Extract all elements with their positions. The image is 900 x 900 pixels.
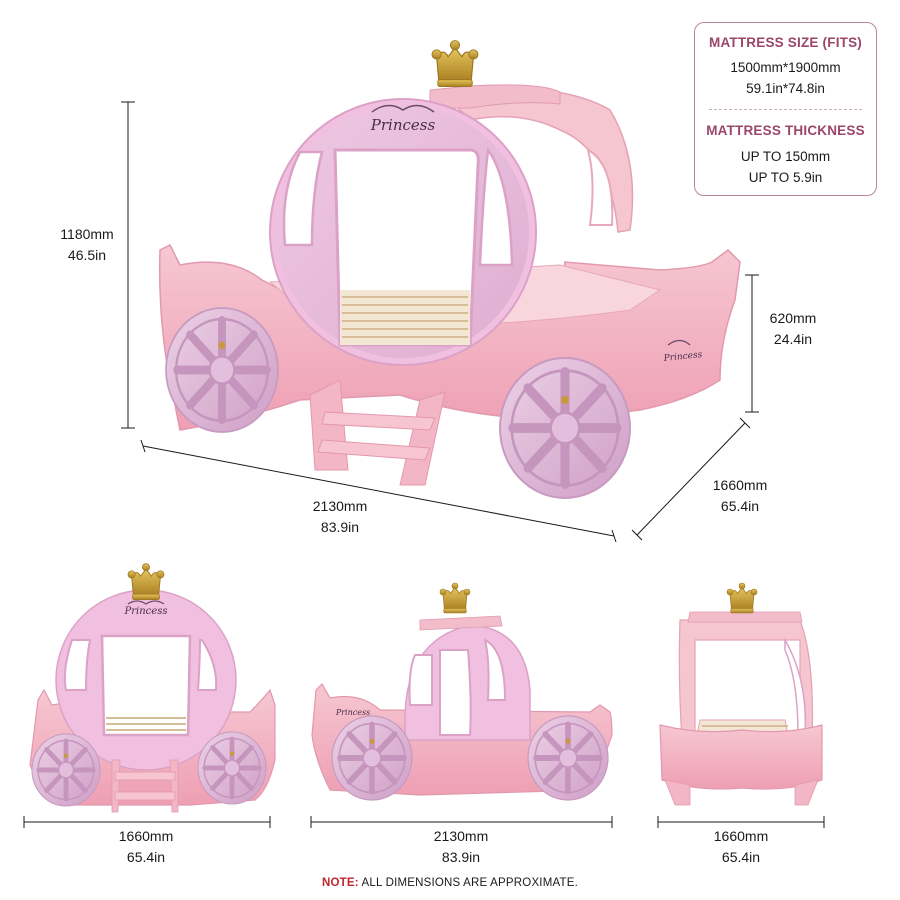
spec-divider xyxy=(709,109,862,110)
width-dimension: 1660mm 65.4in xyxy=(700,475,780,517)
side-bed-view xyxy=(312,582,612,800)
front-bed-view xyxy=(30,563,275,812)
mattress-thickness-mm: UP TO 150mm xyxy=(740,149,831,164)
approximate-dimensions-note: NOTE: ALL DIMENSIONS ARE APPROXIMATE. xyxy=(0,877,900,889)
side-length-mm: 2130mm xyxy=(433,828,489,844)
length-in: 83.9in xyxy=(320,519,360,535)
width-in: 65.4in xyxy=(720,498,760,514)
front-width-mm: 1660mm xyxy=(118,828,174,844)
back-bed-view xyxy=(659,582,823,806)
height-in: 46.5in xyxy=(67,247,107,263)
dimension-lines xyxy=(23,101,825,828)
note-text: ALL DIMENSIONS ARE APPROXIMATE. xyxy=(358,877,578,889)
front-width-in: 65.4in xyxy=(126,849,166,865)
width-mm: 1660mm xyxy=(712,477,768,493)
front-width-dimension: 1660mm 65.4in xyxy=(106,826,186,868)
side-height-dimension: 620mm 24.4in xyxy=(758,308,828,350)
height-mm: 1180mm xyxy=(60,226,114,242)
note-label: NOTE: xyxy=(322,877,359,889)
mattress-size-mm: 1500mm*1900mm xyxy=(730,60,841,75)
side-height-mm: 620mm xyxy=(769,310,817,326)
length-mm: 2130mm xyxy=(312,498,368,514)
princess-label-main: Princess xyxy=(370,116,436,134)
back-width-mm: 1660mm xyxy=(713,828,769,844)
mattress-size-title: MATTRESS SIZE (FITS) xyxy=(709,35,862,50)
main-bed-view xyxy=(160,40,741,498)
side-length-dimension: 2130mm 83.9in xyxy=(421,826,501,868)
length-dimension: 2130mm 83.9in xyxy=(300,496,380,538)
back-width-dimension: 1660mm 65.4in xyxy=(701,826,781,868)
side-height-in: 24.4in xyxy=(773,331,813,347)
mattress-thickness-in: UP TO 5.9in xyxy=(748,170,823,185)
side-length-in: 83.9in xyxy=(441,849,481,865)
back-width-in: 65.4in xyxy=(721,849,761,865)
step-ladder xyxy=(309,379,446,486)
princess-label-side-view: Princess xyxy=(335,708,371,717)
mattress-thickness-title: MATTRESS THICKNESS xyxy=(706,123,865,138)
mattress-size-in: 59.1in*74.8in xyxy=(746,81,825,96)
princess-label-front: Princess xyxy=(124,606,168,617)
height-dimension: 1180mm 46.5in xyxy=(52,224,122,266)
mattress-spec-box: MATTRESS SIZE (FITS) 1500mm*1900mm 59.1i… xyxy=(694,22,877,196)
